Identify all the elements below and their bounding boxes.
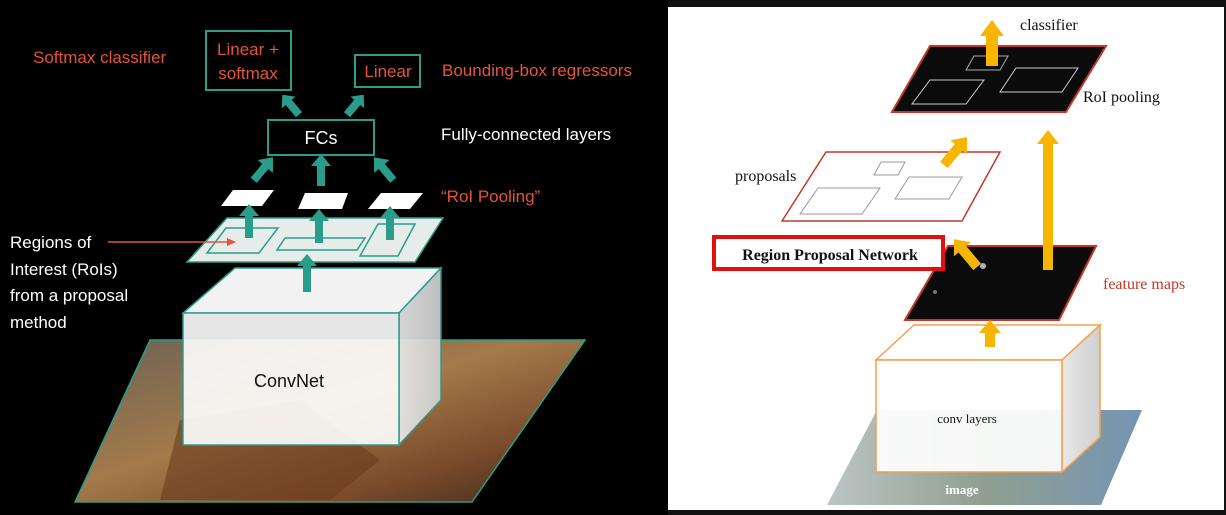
arrow-up-icon (309, 209, 329, 243)
proposals-plane (780, 151, 1002, 222)
arrow-diag-up-left-icon (374, 157, 397, 183)
roi-box-right (358, 223, 417, 257)
bbox-regressors-label: Bounding-box regressors (442, 61, 632, 80)
regions-line-1: Regions of (10, 233, 92, 252)
proposal-box (873, 161, 906, 176)
roi-box-left (205, 227, 280, 254)
fcs-label: FCs (305, 128, 338, 148)
conv-box-front (875, 359, 1063, 473)
proposal-box (799, 187, 881, 215)
arrow-diag-up-right-icon (343, 94, 365, 118)
arrow-up-icon (380, 206, 400, 240)
conv-layers-label: conv layers (937, 411, 997, 426)
arrow-up-icon (311, 154, 331, 186)
feature-activation (980, 263, 986, 269)
rpn-box (712, 235, 945, 271)
arrow-diag-up-left-icon (281, 94, 303, 118)
roi-pooled-box (911, 79, 985, 105)
linear-softmax-box (205, 30, 292, 91)
feature-maps-label: feature maps (1103, 276, 1185, 293)
linear-softmax-line2: softmax (218, 64, 278, 83)
regions-line-3: from a proposal (10, 286, 128, 305)
roi-pooling-label: “RoI Pooling” (441, 187, 541, 206)
roi-pointer-arrowhead (227, 238, 236, 246)
left-panel: ConvNet (0, 0, 668, 515)
roi-pooling-plane (890, 45, 1108, 113)
arrow-up-icon (1037, 130, 1059, 270)
linear-softmax-line1: Linear + (217, 40, 279, 59)
convnet-label: ConvNet (254, 371, 324, 391)
regions-line-4: method (10, 313, 67, 332)
roi-pooling-label-right: RoI pooling (1083, 89, 1160, 106)
proposals-label: proposals (735, 168, 796, 185)
arrow-up-icon (297, 254, 317, 292)
roi-pooled-box (965, 55, 1009, 71)
pooled-feature-middle (298, 193, 348, 209)
pooled-feature-right (368, 193, 423, 209)
linear-box (354, 54, 421, 88)
linear-label: Linear (364, 62, 412, 81)
feature-activation (933, 290, 937, 294)
fcs-box (267, 119, 375, 156)
convnet-box-front (182, 312, 400, 446)
roi-pooled-box (999, 67, 1079, 93)
classifier-label: classifier (1020, 17, 1078, 34)
rpn-label: Region Proposal Network (742, 247, 918, 264)
regions-line-2: Interest (RoIs) (10, 260, 118, 279)
softmax-classifier-label: Softmax classifier (33, 48, 167, 67)
image-label: image (945, 482, 978, 497)
proposal-box (894, 176, 963, 200)
right-panel: image conv layers feature maps proposals… (668, 7, 1224, 510)
arrow-up-icon (979, 320, 1001, 347)
arrow-diag-up-left-icon (953, 239, 981, 271)
roi-box-middle (275, 237, 367, 251)
arrow-up-icon (980, 20, 1004, 66)
arrow-up-icon (239, 204, 259, 238)
fully-connected-label: Fully-connected layers (441, 125, 611, 144)
arrow-diag-up-right-icon (940, 137, 968, 169)
pooled-feature-left (221, 190, 274, 206)
arrow-diag-up-right-icon (250, 157, 273, 183)
